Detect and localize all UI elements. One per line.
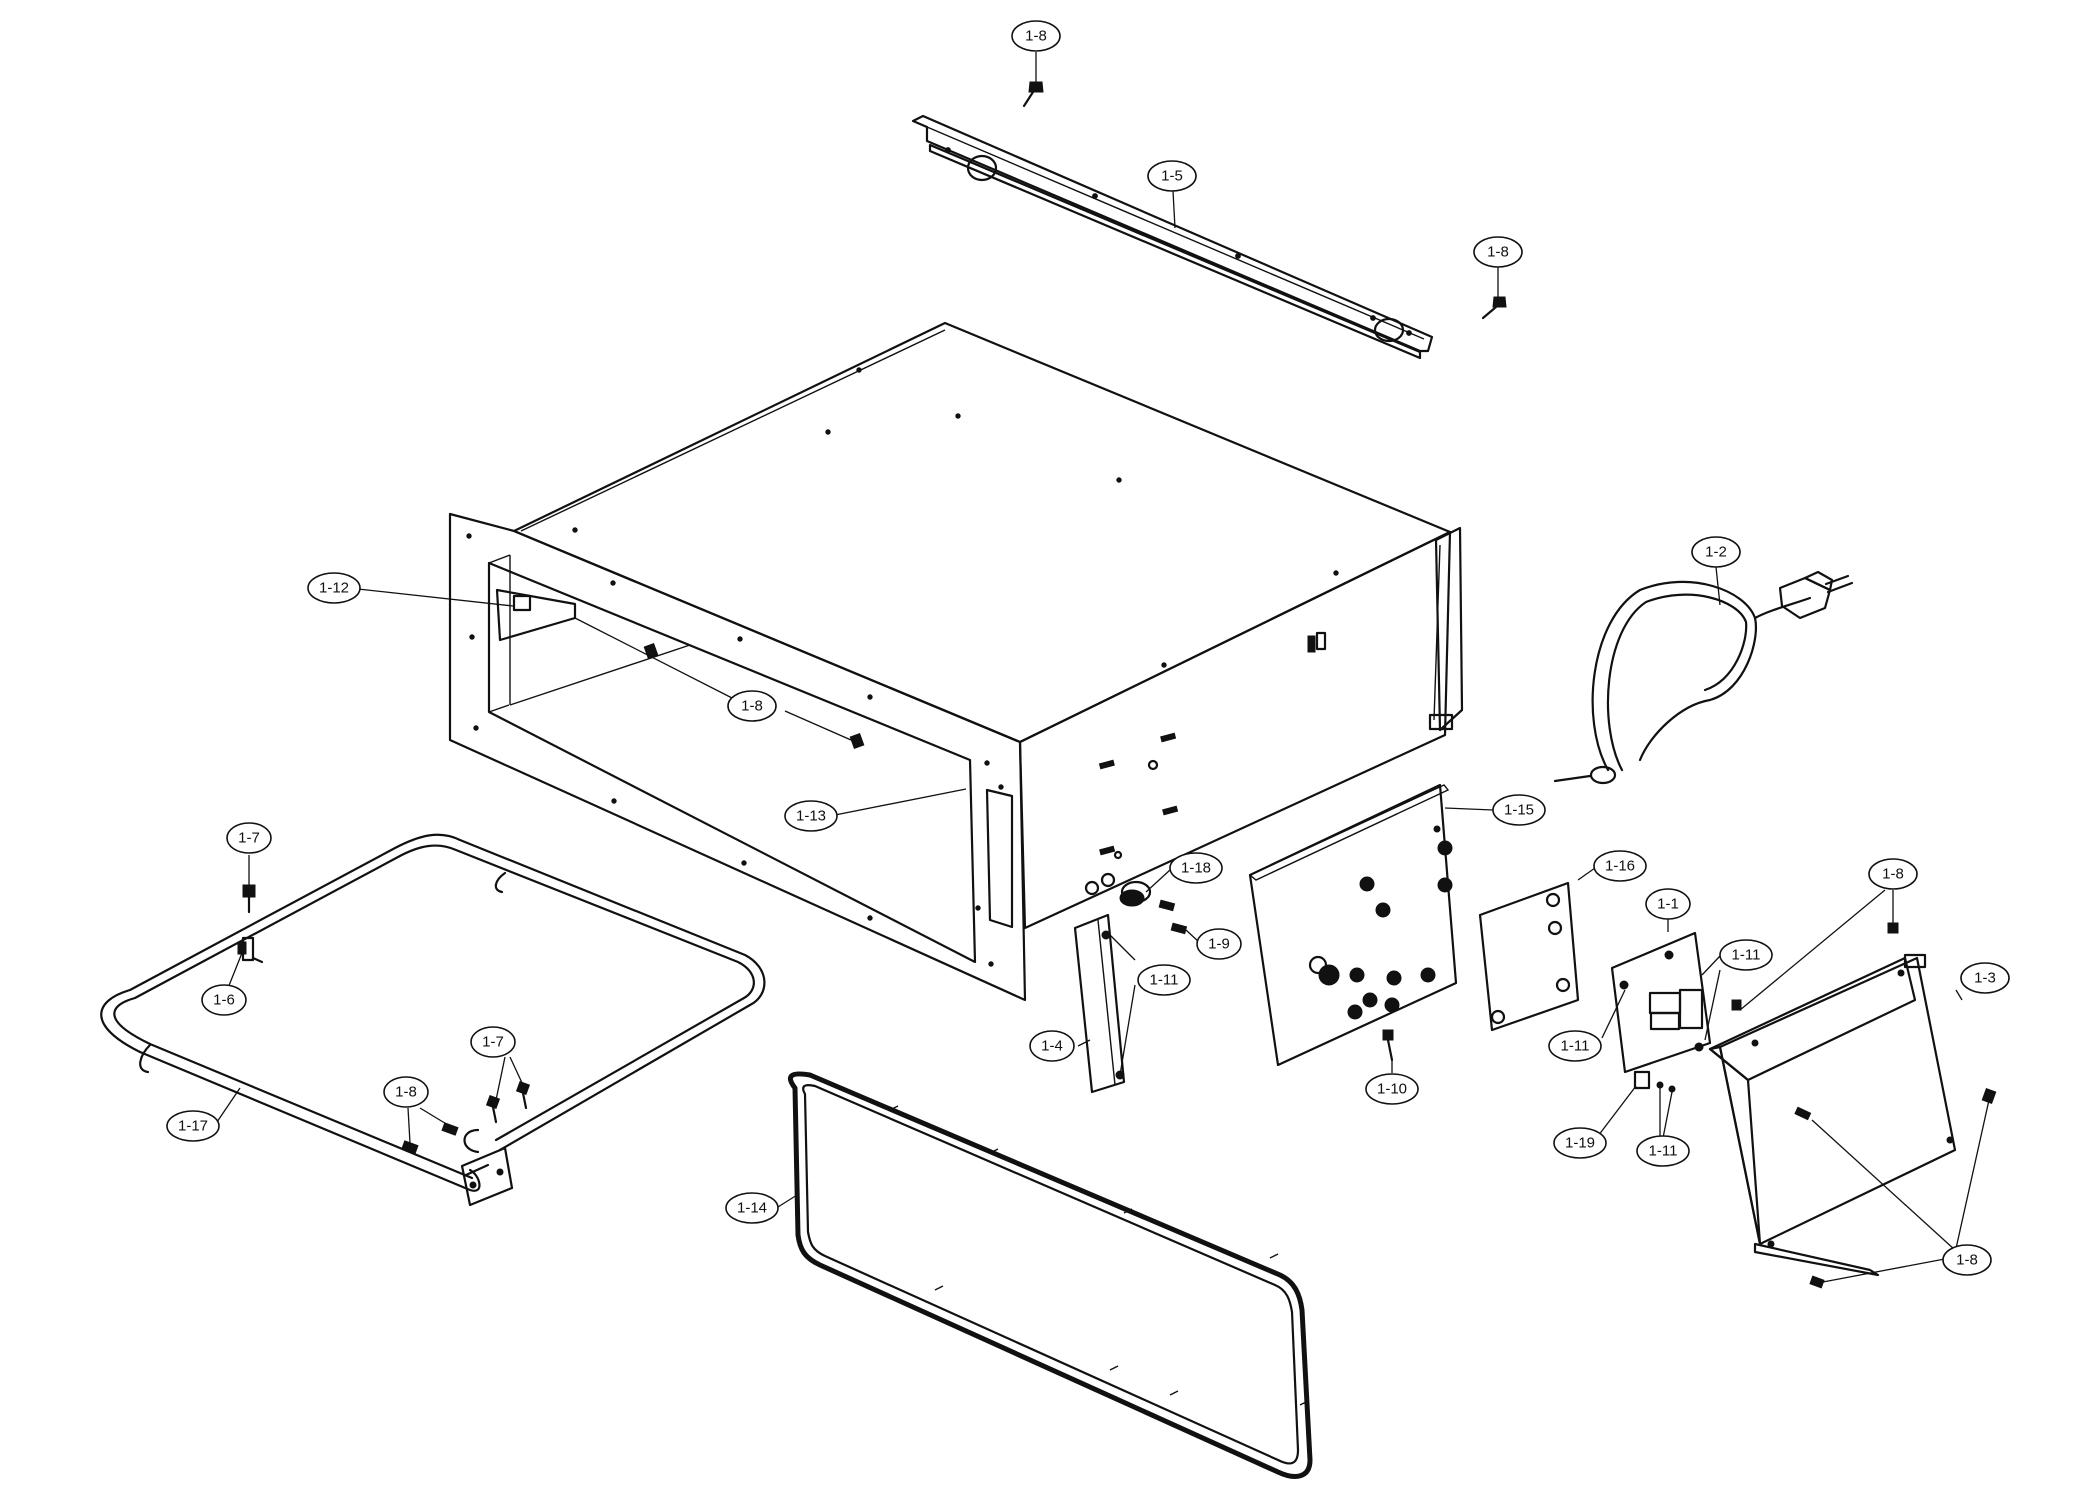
thermostat-part [1119, 880, 1152, 907]
callout-1-1: 1-1 [1645, 888, 1691, 920]
screw-top-right [1481, 296, 1507, 320]
callout-1-8-top: 1-8 [1011, 20, 1061, 52]
callout-1-12: 1-12 [307, 572, 361, 604]
top-rail-part [911, 114, 1434, 360]
power-cord-part [1553, 570, 1854, 785]
screw-cover-left [1731, 999, 1742, 1011]
callout-1-18: 1-18 [1169, 852, 1223, 884]
callout-1-13: 1-13 [784, 800, 838, 832]
callout-text: 1-13 [796, 808, 826, 825]
callout-text: 1-15 [1504, 802, 1534, 819]
screw-1-7-left [242, 884, 256, 914]
callout-1-6: 1-6 [201, 984, 247, 1016]
callout-text: 1-1 [1657, 896, 1679, 913]
callout-text: 1-8 [1882, 866, 1904, 883]
callout-1-8-rail-right: 1-8 [1473, 236, 1523, 268]
callout-1-14: 1-14 [725, 1192, 779, 1224]
callout-text: 1-8 [741, 698, 763, 715]
callout-text: 1-2 [1705, 544, 1727, 561]
sub-board [1478, 881, 1580, 1032]
callout-1-11-bottom: 1-11 [1636, 1135, 1690, 1167]
callout-text: 1-9 [1208, 936, 1230, 953]
callout-1-11-board-left: 1-11 [1548, 1030, 1602, 1062]
callout-text: 1-19 [1565, 1135, 1595, 1152]
callout-1-11-bracket: 1-11 [1137, 964, 1191, 996]
callout-text: 1-8 [1956, 1252, 1978, 1269]
screw-cover-top [1887, 922, 1899, 934]
callout-text: 1-11 [1649, 1143, 1678, 1160]
callout-1-5: 1-5 [1147, 160, 1197, 192]
door-gasket [788, 1071, 1313, 1479]
screw-cover-side [1794, 1106, 1812, 1121]
connector-1-19 [1633, 1070, 1676, 1093]
callout-text: 1-3 [1974, 970, 1996, 987]
callout-text: 1-7 [238, 830, 260, 847]
clip-1-6 [237, 936, 264, 964]
screw-cover-bottom [1809, 1275, 1825, 1289]
callout-text: 1-6 [213, 992, 235, 1009]
leader-lines [216, 52, 1990, 1283]
screw-top-left [1022, 81, 1044, 108]
callout-text: 1-8 [1487, 244, 1509, 261]
callout-text: 1-5 [1161, 168, 1183, 185]
callout-text: 1-8 [1025, 28, 1047, 45]
callout-1-17: 1-17 [166, 1110, 220, 1142]
callout-text: 1-16 [1605, 858, 1635, 875]
callout-1-8-cover-top: 1-8 [1868, 858, 1918, 890]
callout-text: 1-14 [737, 1200, 767, 1217]
callout-1-16: 1-16 [1593, 850, 1647, 882]
screw-cover-right [1981, 1088, 1997, 1104]
screw-element-1-8 [401, 1122, 459, 1154]
screw-1-9 [1158, 899, 1188, 935]
callout-1-8-element: 1-8 [383, 1076, 429, 1108]
control-panel-plate [1248, 783, 1458, 1067]
callout-1-3: 1-3 [1960, 962, 2010, 994]
pcb-board [1610, 931, 1712, 1093]
screw-panel [1382, 1029, 1394, 1062]
callout-1-7-right: 1-7 [470, 1026, 516, 1058]
callout-1-15: 1-15 [1492, 794, 1546, 826]
callout-text: 1-12 [319, 580, 349, 597]
callout-text: 1-8 [395, 1084, 417, 1101]
front-frame [448, 512, 1027, 1002]
callout-1-8-mid: 1-8 [727, 690, 777, 722]
callout-text: 1-11 [1732, 947, 1761, 964]
callout-text: 1-11 [1150, 972, 1179, 989]
callout-1-10: 1-10 [1365, 1073, 1419, 1105]
callout-text: 1-18 [1181, 860, 1211, 877]
callout-1-4: 1-4 [1029, 1030, 1075, 1062]
callout-1-8-cover-bottom: 1-8 [1942, 1244, 1992, 1276]
screw-1-7-pair [485, 1080, 531, 1124]
callout-1-11-board-right: 1-11 [1719, 939, 1773, 971]
callout-1-7-left: 1-7 [226, 822, 272, 854]
heating-element [100, 833, 766, 1207]
callout-text: 1-4 [1041, 1038, 1063, 1055]
callout-text: 1-7 [482, 1034, 504, 1051]
callout-text: 1-10 [1377, 1081, 1407, 1098]
cover-plate [1708, 953, 1957, 1277]
callout-1-9: 1-9 [1196, 928, 1242, 960]
callout-text: 1-17 [178, 1118, 208, 1135]
screw-frame-lower [849, 733, 865, 749]
callout-1-19: 1-19 [1553, 1127, 1607, 1159]
callout-1-2: 1-2 [1691, 536, 1741, 568]
callout-text: 1-11 [1561, 1038, 1590, 1055]
